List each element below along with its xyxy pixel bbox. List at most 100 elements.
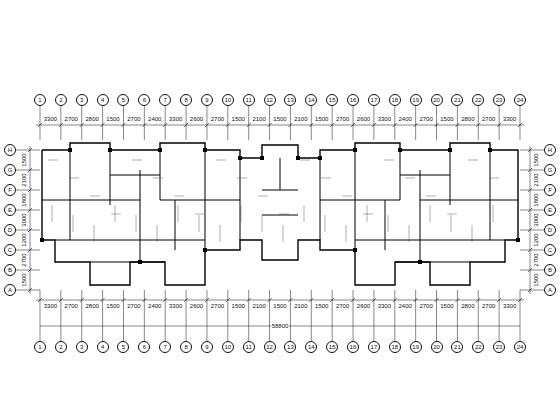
axis-number: B bbox=[548, 267, 552, 273]
axis-bubble: B bbox=[544, 264, 556, 276]
dimension-text: 2400 bbox=[147, 116, 162, 122]
dimension-text: 2600 bbox=[356, 303, 371, 309]
axis-bubble: 8 bbox=[180, 94, 192, 106]
axis-number: 17 bbox=[371, 97, 378, 103]
dimension-text: 1800 bbox=[533, 192, 539, 207]
axis-bubble: 21 bbox=[451, 94, 463, 106]
dimension-text: 2700 bbox=[126, 116, 141, 122]
axis-bubble: 8 bbox=[180, 341, 192, 353]
axis-bubble: 11 bbox=[243, 94, 255, 106]
axis-bubble: 17 bbox=[368, 341, 380, 353]
axis-number: F bbox=[548, 187, 552, 193]
axis-bubble: 17 bbox=[368, 94, 380, 106]
axis-bubble: 24 bbox=[514, 94, 526, 106]
dimension-text: 2700 bbox=[21, 252, 27, 267]
axis-bubble: F bbox=[544, 184, 556, 196]
dimension-text: 2100 bbox=[293, 303, 308, 309]
axis-number: 20 bbox=[433, 97, 440, 103]
dimension-text: 1500 bbox=[105, 116, 120, 122]
dimension-text: 2700 bbox=[64, 116, 79, 122]
axis-number: 14 bbox=[308, 97, 315, 103]
dimension-text: 58800 bbox=[271, 323, 290, 329]
axis-number: 4 bbox=[101, 97, 104, 103]
axis-number: 13 bbox=[287, 344, 294, 350]
dimension-text: 3300 bbox=[43, 303, 58, 309]
dimension-text: 3000 bbox=[21, 212, 27, 227]
dimension-text: 2100 bbox=[251, 303, 266, 309]
dimension-text: 1500 bbox=[272, 116, 287, 122]
axis-number: 2 bbox=[59, 344, 62, 350]
dimension-text: 2800 bbox=[460, 116, 475, 122]
axis-bubble: 12 bbox=[264, 94, 276, 106]
axis-bubble: H bbox=[544, 144, 556, 156]
axis-number: B bbox=[8, 267, 12, 273]
axis-bubble: 19 bbox=[410, 341, 422, 353]
axis-bubble: 3 bbox=[76, 341, 88, 353]
axis-number: A bbox=[548, 287, 552, 293]
dimension-text: 2700 bbox=[126, 303, 141, 309]
axis-bubble: 9 bbox=[201, 341, 213, 353]
axis-number: G bbox=[8, 167, 13, 173]
dimension-text: 2700 bbox=[210, 116, 225, 122]
axis-bubble: A bbox=[4, 284, 16, 296]
dimension-text: 1500 bbox=[21, 272, 27, 287]
axis-number: 10 bbox=[224, 344, 231, 350]
axis-bubble: E bbox=[544, 204, 556, 216]
dimension-text: 2400 bbox=[147, 303, 162, 309]
dimension-text: 2800 bbox=[84, 303, 99, 309]
axis-number: H bbox=[8, 147, 12, 153]
axis-number: 6 bbox=[143, 97, 146, 103]
axis-bubble: D bbox=[4, 224, 16, 236]
dimension-text: 2800 bbox=[460, 303, 475, 309]
axis-number: F bbox=[8, 187, 12, 193]
axis-bubble: 1 bbox=[34, 341, 46, 353]
axis-number: 22 bbox=[475, 344, 482, 350]
axis-number: A bbox=[8, 287, 12, 293]
dimension-text: 1500 bbox=[272, 303, 287, 309]
axis-bubble: G bbox=[544, 164, 556, 176]
axis-number: 14 bbox=[308, 344, 315, 350]
axis-number: 2 bbox=[59, 97, 62, 103]
dimension-text: 1500 bbox=[105, 303, 120, 309]
axis-bubble: H bbox=[4, 144, 16, 156]
axis-bubble: 3 bbox=[76, 94, 88, 106]
dimension-text: 1500 bbox=[439, 303, 454, 309]
axis-bubble: 23 bbox=[493, 341, 505, 353]
axis-bubble: 21 bbox=[451, 341, 463, 353]
axis-bubble: 16 bbox=[347, 341, 359, 353]
dimension-text: 3300 bbox=[43, 116, 58, 122]
axis-bubble: 5 bbox=[117, 341, 129, 353]
axis-number: 24 bbox=[517, 97, 524, 103]
dimension-text: 1500 bbox=[314, 116, 329, 122]
dimension-text: 2700 bbox=[64, 303, 79, 309]
axis-bubble: 10 bbox=[222, 94, 234, 106]
axis-number: 5 bbox=[122, 344, 125, 350]
axis-bubble: 12 bbox=[264, 341, 276, 353]
dimension-text: 2600 bbox=[189, 116, 204, 122]
dimension-text: 1200 bbox=[21, 232, 27, 247]
axis-bubble: 1 bbox=[34, 94, 46, 106]
axis-number: C bbox=[8, 247, 12, 253]
axis-number: 11 bbox=[246, 97, 252, 103]
dimension-text: 2700 bbox=[481, 116, 496, 122]
dimension-text: 2700 bbox=[335, 116, 350, 122]
dimension-text: 1200 bbox=[533, 232, 539, 247]
axis-number: E bbox=[8, 207, 12, 213]
axis-number: 10 bbox=[224, 97, 231, 103]
axis-bubble: 16 bbox=[347, 94, 359, 106]
axis-bubble: 15 bbox=[326, 341, 338, 353]
dimension-text: 2700 bbox=[418, 116, 433, 122]
dimension-text: 2100 bbox=[533, 172, 539, 187]
dimension-text: 3300 bbox=[168, 303, 183, 309]
axis-bubble: 6 bbox=[138, 341, 150, 353]
axis-bubble: 4 bbox=[97, 94, 109, 106]
axis-bubble: 18 bbox=[389, 94, 401, 106]
axis-bubble: G bbox=[4, 164, 16, 176]
axis-number: D bbox=[8, 227, 12, 233]
axis-number: 23 bbox=[496, 97, 503, 103]
axis-number: 11 bbox=[246, 344, 252, 350]
axis-number: 9 bbox=[205, 97, 208, 103]
axis-bubble: 13 bbox=[284, 94, 296, 106]
dimension-text: 1800 bbox=[21, 192, 27, 207]
axis-bubble: 19 bbox=[410, 94, 422, 106]
